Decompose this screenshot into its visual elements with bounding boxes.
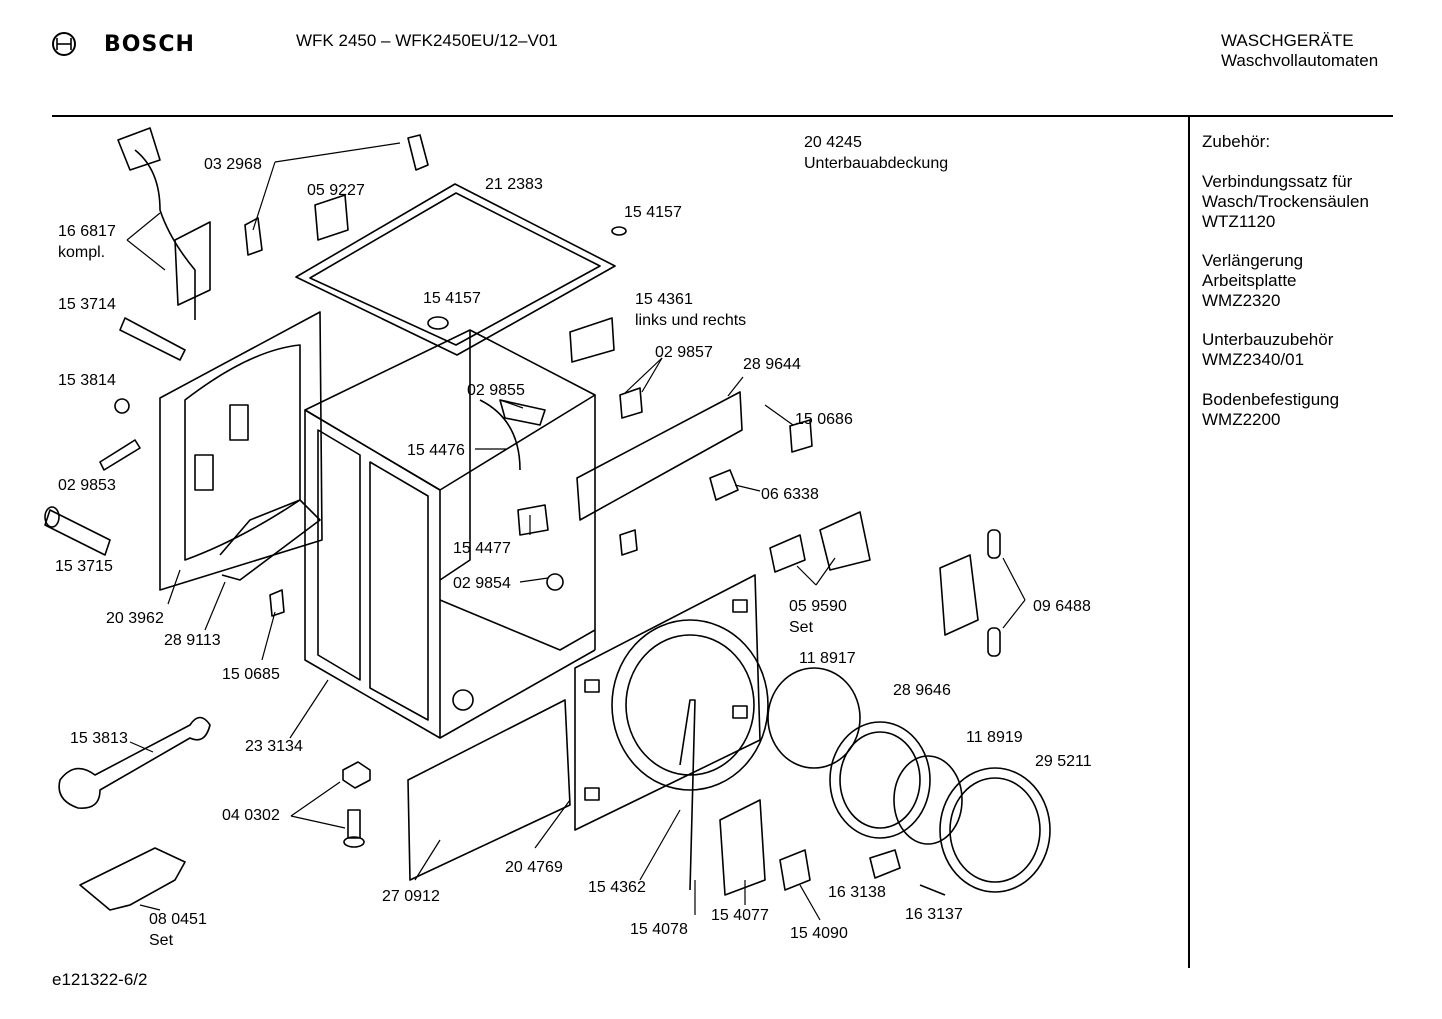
power-cord: [117, 127, 211, 320]
part-label: 02 9857: [655, 344, 713, 361]
part-label: 15 4157: [423, 290, 481, 307]
category-line-1: WASCHGERÄTE: [1221, 31, 1354, 50]
accessory-line: Bodenbefestigung: [1202, 390, 1340, 409]
part-label: 28 9646: [893, 682, 951, 699]
accessory-line: Wasch/Trockensäulen: [1202, 192, 1369, 211]
part-label: 02 9855: [467, 382, 525, 399]
hose-parts: [44, 317, 186, 556]
part-label: 15 4157: [624, 204, 682, 221]
part-label: 20 4245 Unterbauabdeckung: [804, 132, 948, 174]
lower-panel: [407, 699, 571, 881]
door-seals: [767, 667, 1051, 893]
part-label: 15 3714: [58, 296, 116, 313]
accessory-line: Arbeitsplatte: [1202, 271, 1297, 290]
part-label: 20 4769: [505, 859, 563, 876]
accessory-code: WMZ2320: [1202, 291, 1281, 310]
back-panel: [159, 311, 323, 591]
sidebar-title: Zubehör:: [1202, 132, 1271, 151]
accessory-item: Verlängerung Arbeitsplatte WMZ2320: [1202, 251, 1303, 311]
front-panel: [574, 574, 769, 831]
leader-lines: [126, 142, 1026, 921]
part-label: 28 9644: [743, 356, 801, 373]
accessory-code: WMZ2340/01: [1202, 350, 1305, 369]
model-title: WFK 2450 – WFK2450EU/12–V01: [296, 31, 558, 50]
part-label: 02 9853: [58, 477, 116, 494]
part-label: 15 3814: [58, 372, 116, 389]
part-label: 15 4077: [711, 907, 769, 924]
part-label: 15 4361 links und rechts: [635, 289, 746, 331]
part-label: 08 0451 Set: [149, 909, 207, 951]
accessory-item: Bodenbefestigung WMZ2200: [1202, 390, 1339, 430]
part-label: 16 3137: [905, 906, 963, 923]
part-number: 15 4361: [635, 291, 693, 308]
part-note: Set: [789, 619, 814, 636]
part-note: Unterbauabdeckung: [804, 155, 949, 172]
part-label: 29 5211: [1035, 753, 1092, 770]
part-label: 02 9854: [453, 575, 511, 592]
part-label: 15 0685: [222, 666, 280, 683]
part-label: 15 4362: [588, 879, 646, 896]
part-label: 16 6817 kompl.: [58, 221, 116, 263]
part-label: 11 8919: [966, 729, 1023, 746]
accessory-line: Verlängerung: [1202, 251, 1304, 270]
top-plate: [295, 183, 627, 356]
part-label: 20 3962: [106, 610, 164, 627]
accessory-code: WMZ2200: [1202, 410, 1281, 429]
part-label: 05 9590 Set: [789, 596, 847, 638]
part-label: 15 4476: [407, 442, 465, 459]
part-label: 27 0912: [382, 888, 440, 905]
part-label: 06 6338: [761, 486, 819, 503]
part-label: 11 8917: [799, 650, 856, 667]
part-number: 20 4245: [804, 134, 862, 151]
brand-name: BOSCH: [104, 32, 195, 57]
part-label: 28 9113: [164, 632, 221, 649]
drawing-code: e121322-6/2: [52, 970, 148, 989]
part-label: 03 2968: [204, 156, 262, 173]
part-number: 16 6817: [58, 223, 116, 240]
category-line-2: Waschvollautomaten: [1221, 51, 1379, 70]
part-label: 16 3138: [828, 884, 886, 901]
lock-parts: [244, 134, 946, 896]
cabinet-body: [304, 329, 596, 739]
hinge-parts: [939, 529, 1001, 657]
part-label: 15 0686: [795, 411, 853, 428]
part-label: 04 0302: [222, 807, 280, 824]
part-note: kompl.: [58, 244, 106, 261]
wrench-drawing: [58, 716, 211, 809]
part-label: 23 3134: [245, 738, 303, 755]
part-label: 15 3715: [55, 558, 113, 575]
accessory-item: Unterbauzubehör WMZ2340/01: [1202, 330, 1333, 370]
bosch-logo-icon: [52, 32, 76, 56]
part-label: 21 2383: [485, 176, 543, 193]
part-number: 05 9590: [789, 598, 847, 615]
part-number: 08 0451: [149, 911, 207, 928]
part-note: links und rechts: [635, 312, 747, 329]
part-label: 15 4090: [790, 925, 848, 942]
part-label: 15 4477: [453, 540, 511, 557]
part-note: Set: [149, 932, 174, 949]
accessory-line: Unterbauzubehör: [1202, 330, 1334, 349]
part-label: 15 3813: [70, 730, 128, 747]
part-label: 15 4078: [630, 921, 688, 938]
bracket-drawing: [79, 847, 186, 911]
part-label: 05 9227: [307, 182, 365, 199]
accessory-code: WTZ1120: [1202, 212, 1276, 231]
bolt-parts: [342, 761, 371, 848]
accessory-line: Verbindungssatz für: [1202, 172, 1353, 191]
part-label: 09 6488: [1033, 598, 1091, 615]
accessory-item: Verbindungssatz für Wasch/Trockensäulen …: [1202, 172, 1369, 232]
